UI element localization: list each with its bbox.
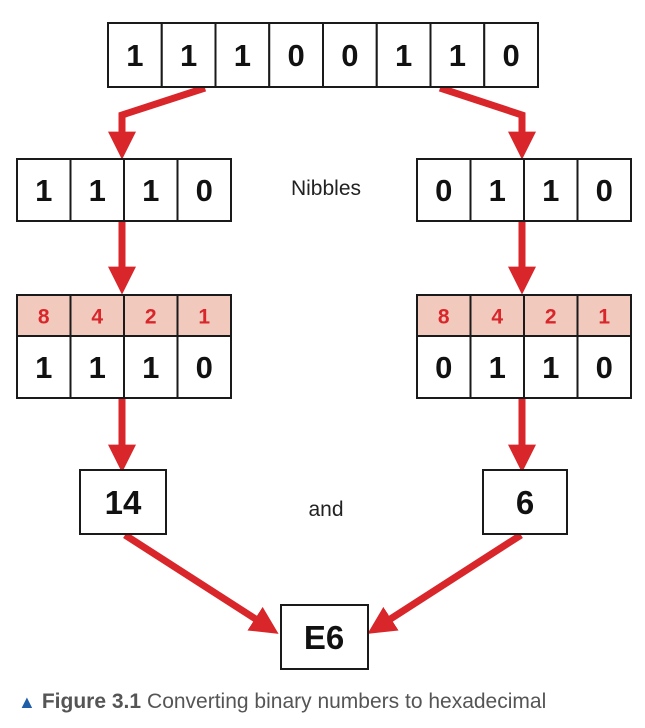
binary-to-hex-diagram: 1 1 1 0 0 1 1 0 1 1 1 0 Nibbles 0 1 1 0 8 4 2 1 1 1 1 0 8 4 2… (16, 22, 632, 670)
left-weight: 2 (145, 306, 157, 329)
right-value: 6 (516, 484, 534, 521)
right-weight: 8 (438, 306, 450, 329)
left-weight-row: 8 4 2 1 (16, 294, 232, 337)
arrows-group (108, 84, 536, 634)
left-weighted-bit: 1 (89, 350, 106, 385)
arrow-byte-to-left-nibble (108, 84, 207, 160)
arrow-right-value-to-result (367, 532, 523, 634)
left-nibble-bit: 0 (196, 173, 213, 208)
left-weighted-bit-row: 1 1 1 0 (16, 335, 232, 399)
left-weighted-bit: 0 (196, 350, 213, 385)
left-value: 14 (105, 484, 142, 521)
byte-bit-cell (483, 22, 539, 88)
right-nibble-row: 0 1 1 0 (416, 158, 632, 222)
right-weighted-bit: 1 (489, 350, 506, 385)
right-value-box (482, 469, 568, 535)
byte-bit-cell (160, 22, 217, 88)
right-nibble-bit-cell (416, 158, 472, 222)
left-weight: 1 (198, 306, 210, 329)
right-nibble-bit-cell (523, 158, 579, 222)
and-label: and (308, 498, 343, 521)
right-weight-cell (523, 294, 579, 337)
left-weighted-bit: 1 (35, 350, 52, 385)
byte-bit-cell (107, 22, 163, 88)
byte-bit-cell (375, 22, 432, 88)
byte-bit: 0 (288, 38, 305, 73)
right-nibble-bit-cell (469, 158, 525, 222)
left-value-box (79, 469, 167, 535)
left-nibble-bit-cell (123, 158, 179, 222)
byte-bit: 1 (395, 38, 412, 73)
left-weight-cell (16, 294, 72, 337)
right-weighted-bit-cell (576, 335, 632, 399)
byte-bit: 1 (180, 38, 197, 73)
right-nibble-bit: 0 (596, 173, 613, 208)
byte-bit: 0 (503, 38, 520, 73)
byte-bit: 1 (126, 38, 143, 73)
caption-text: Converting binary numbers to hexadecimal (147, 690, 547, 713)
right-weighted-bit: 1 (542, 350, 559, 385)
left-weight-cell (123, 294, 179, 337)
byte-bit: 1 (234, 38, 251, 73)
right-nibble-bit: 1 (542, 173, 559, 208)
left-nibble-bit: 1 (142, 173, 159, 208)
right-weighted-bit-cell (416, 335, 472, 399)
byte-bit-row: 1 1 1 0 0 1 1 0 (107, 22, 539, 88)
hex-result: E6 (304, 619, 344, 656)
arrow-left-value-to-result (123, 532, 279, 634)
right-weighted-bit: 0 (435, 350, 452, 385)
right-weight-cell (416, 294, 472, 337)
right-weighted-bit: 0 (596, 350, 613, 385)
right-weight-row: 8 4 2 1 (416, 294, 632, 337)
right-weight: 4 (491, 306, 503, 329)
left-weight-cell (69, 294, 125, 337)
byte-bit: 0 (341, 38, 358, 73)
result-box (280, 604, 369, 670)
right-weight: 2 (545, 306, 557, 329)
right-weighted-bit-cell (469, 335, 525, 399)
right-weight-cell (469, 294, 525, 337)
left-weighted-bit: 1 (142, 350, 159, 385)
figure-number: Figure 3.1 (41, 690, 142, 713)
right-weight: 1 (598, 306, 610, 329)
byte-bit-cell (429, 22, 486, 88)
left-weight-cell (176, 294, 232, 337)
left-weighted-bit-cell (176, 335, 232, 399)
right-nibble-bit: 1 (489, 173, 506, 208)
left-nibble-bit: 1 (35, 173, 52, 208)
right-nibble-bit: 0 (435, 173, 452, 208)
left-nibble-bit-cell (16, 158, 72, 222)
left-weighted-bit-cell (123, 335, 179, 399)
triangle-up-icon: ▲ (18, 692, 36, 712)
nibbles-label: Nibbles (291, 177, 361, 200)
left-weighted-bit-cell (69, 335, 125, 399)
left-nibble-bit: 1 (89, 173, 106, 208)
left-weight: 4 (91, 306, 103, 329)
byte-bit: 1 (449, 38, 466, 73)
left-weight: 8 (38, 306, 50, 329)
arrow-byte-to-right-nibble (438, 84, 536, 160)
right-weighted-bit-row: 0 1 1 0 (416, 335, 632, 399)
right-nibble-bit-cell (576, 158, 632, 222)
right-weighted-bit-cell (523, 335, 579, 399)
left-nibble-row: 1 1 1 0 (16, 158, 232, 222)
left-nibble-bit-cell (176, 158, 232, 222)
